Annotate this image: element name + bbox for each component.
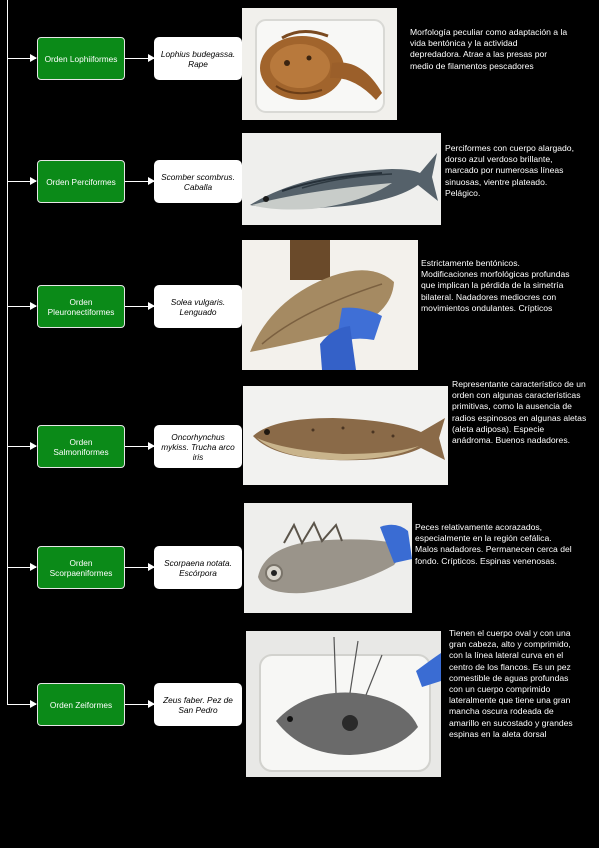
arrow-to-zeiformes (7, 700, 37, 708)
order-box-zeiformes: Orden Zeiformes (37, 683, 125, 726)
john-dory-illustration (246, 631, 441, 777)
description-perciformes: Perciformes con cuerpo alargado, dorso a… (445, 143, 574, 198)
trout-illustration (243, 386, 448, 485)
species-box-zeus: Zeus faber. Pez de San Pedro (154, 683, 242, 726)
arrow-to-species-lophius (125, 54, 155, 62)
trout-photo (243, 386, 448, 485)
description-salmoniformes: Representante característico de un orden… (452, 379, 587, 446)
description-pleuronectiformes: Estrictamente bentónicos. Modificaciones… (421, 258, 570, 313)
species-box-solea: Solea vulgaris. Lenguado (154, 285, 242, 328)
arrow-to-species-scomber (125, 177, 155, 185)
species-box-oncorhynchus: Oncorhynchus mykiss. Trucha arco iris (154, 425, 242, 468)
arrow-to-species-zeus (125, 700, 155, 708)
species-box-scomber: Scomber scombrus. Caballa (154, 160, 242, 203)
anglerfish-illustration (242, 8, 397, 120)
john-dory-photo (246, 631, 441, 777)
sole-illustration (242, 240, 418, 370)
arrow-to-pleuronectiformes (7, 302, 37, 310)
species-box-scorpaena: Scorpaena notata. Escórpora (154, 546, 242, 589)
description-scorpaeniformes: Peces relativamente acorazados, especial… (415, 522, 572, 566)
scorpionfish-photo (244, 503, 412, 613)
arrow-to-species-oncorhynchus (125, 442, 155, 450)
tree-spine (7, 0, 8, 705)
mackerel-illustration (242, 133, 441, 225)
order-box-perciformes: Orden Perciformes (37, 160, 125, 203)
order-box-scorpaeniformes: Orden Scorpaeniformes (37, 546, 125, 589)
order-box-salmoniformes: Orden Salmoniformes (37, 425, 125, 468)
mackerel-photo (242, 133, 441, 225)
sole-photo (242, 240, 418, 370)
arrow-to-salmoniformes (7, 442, 37, 450)
arrow-to-perciformes (7, 177, 37, 185)
scorpionfish-illustration (244, 503, 412, 613)
species-box-lophius: Lophius budegassa. Rape (154, 37, 242, 80)
arrow-to-scorpaeniformes (7, 563, 37, 571)
description-zeiformes: Tienen el cuerpo oval y con una gran cab… (449, 628, 573, 739)
order-box-lophiiformes: Orden Lophiiformes (37, 37, 125, 80)
order-box-pleuronectiformes: Orden Pleuronectiformes (37, 285, 125, 328)
anglerfish-photo (242, 8, 397, 120)
arrow-to-lophiiformes (7, 54, 37, 62)
arrow-to-species-solea (125, 302, 155, 310)
arrow-to-species-scorpaena (125, 563, 155, 571)
description-lophiiformes: Morfología peculiar como adaptación a la… (410, 27, 568, 71)
